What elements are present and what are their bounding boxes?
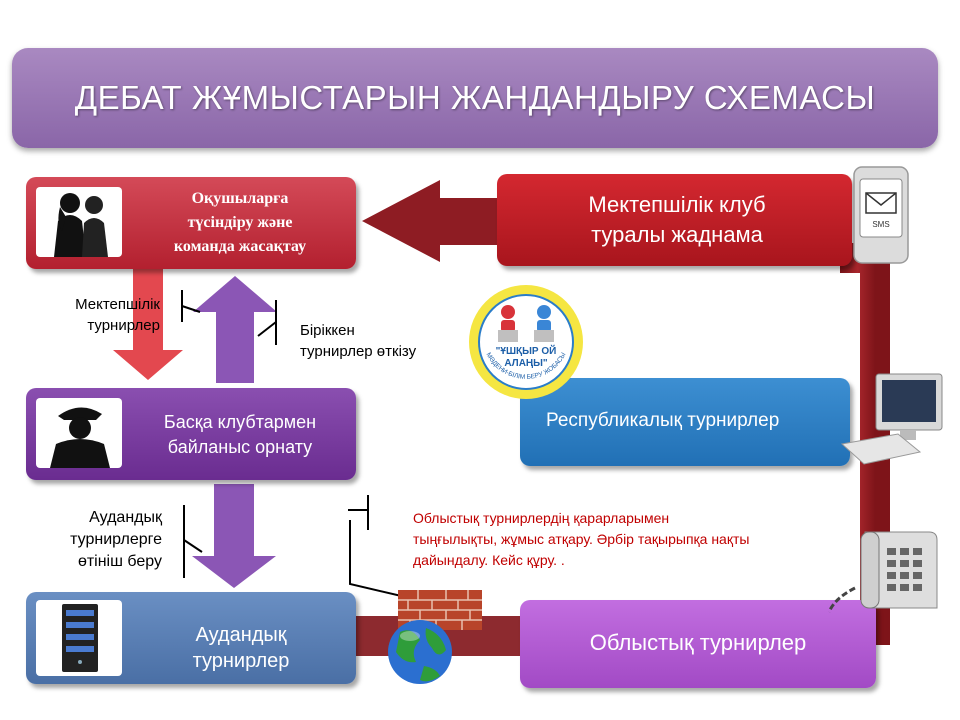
- school-tournaments-arrow: [113, 268, 183, 380]
- joint-note-line-1: Біріккен: [300, 322, 355, 339]
- republic-label: Республикалық турнирлер: [546, 410, 780, 431]
- people-silhouette-icon: [36, 187, 122, 257]
- explain-line-3: команда жасақтау: [173, 238, 307, 255]
- district-note-line-2: турнирлерге: [70, 531, 162, 548]
- officer-silhouette-icon: [36, 398, 122, 468]
- regional-note-line-3: дайындалу. Кейс құру. .: [413, 552, 565, 568]
- page-title: ДЕБАТ ЖҰМЫСТАРЫН ЖАНДАНДЫРУ СХЕМАСЫ: [12, 48, 938, 148]
- regional-note-line-2: тыңғылықты, жұмыс атқару. Әрбір тақырыпқ…: [413, 531, 750, 547]
- joint-tournaments-arrow: [193, 276, 277, 383]
- clubs-line-1: Басқа клубтармен: [163, 412, 317, 432]
- school-tournaments-note: Мектепшілік турнирлер: [60, 294, 160, 336]
- district-box: Аудандық турнирлер: [26, 592, 356, 684]
- explain-box: Оқушыларға түсіндіру және команда жасақт…: [26, 177, 356, 269]
- explain-line-2: түсіндіру және: [187, 214, 293, 231]
- republic-box: Республикалық турнирлер: [520, 378, 850, 466]
- regional-note-line-1: Облыстық турнирлердің қарарларымен: [413, 510, 670, 526]
- district-application-arrow: [192, 484, 276, 588]
- district-application-note: Аудандық турнирлерге өтініш беру: [44, 507, 162, 573]
- bracket-district: [183, 505, 203, 578]
- logo-top-text: "ҰШҚЫР ОЙ: [496, 344, 557, 357]
- computer-icon: [838, 372, 948, 472]
- bracket-school: [181, 290, 201, 322]
- globe-icon: [388, 620, 452, 684]
- regional-box: Облыстық турнирлер: [520, 600, 876, 688]
- bracket-joint: [257, 300, 277, 345]
- announcement-box: Мектепшілік клуб туралы жаднама: [497, 174, 852, 266]
- school-note-line-2: турнирлер: [87, 317, 160, 334]
- regional-decisions-note: Облыстық турнирлердің қарарларымен тыңғы…: [413, 508, 833, 571]
- announcement-arrow: [362, 180, 500, 262]
- logo-bottom-text: АЛАҢЫ": [504, 358, 548, 369]
- sms-label: SMS: [872, 220, 889, 229]
- announcement-line-1: Мектепшілік клуб: [588, 192, 766, 217]
- server-icon: [36, 600, 122, 676]
- project-logo: "ҰШҚЫР ОЙ АЛАҢЫ" МӘДЕНИ-БІЛІМ БЕРУ ЖОБАС…: [466, 282, 586, 402]
- announcement-line-2: туралы жаднама: [591, 222, 763, 247]
- clubs-line-2: байланыс орнату: [167, 437, 313, 457]
- regional-label: Облыстық турнирлер: [589, 630, 807, 655]
- clubs-box: Басқа клубтармен байланыс орнату: [26, 388, 356, 480]
- joint-note-line-2: турнирлер өткізу: [300, 343, 417, 360]
- telephone-icon: [825, 528, 940, 620]
- bracket-regional: [348, 495, 411, 599]
- district-line-2: турнирлер: [192, 650, 290, 672]
- sms-phone-icon: SMS: [850, 165, 912, 265]
- explain-line-1: Оқушыларға: [191, 190, 289, 207]
- school-note-line-1: Мектепшілік: [75, 296, 160, 313]
- district-note-line-1: Аудандық: [89, 509, 162, 526]
- district-line-1: Аудандық: [195, 624, 287, 646]
- joint-tournaments-note: Біріккен турнирлер өткізу: [300, 320, 450, 362]
- district-note-line-3: өтініш беру: [77, 553, 162, 570]
